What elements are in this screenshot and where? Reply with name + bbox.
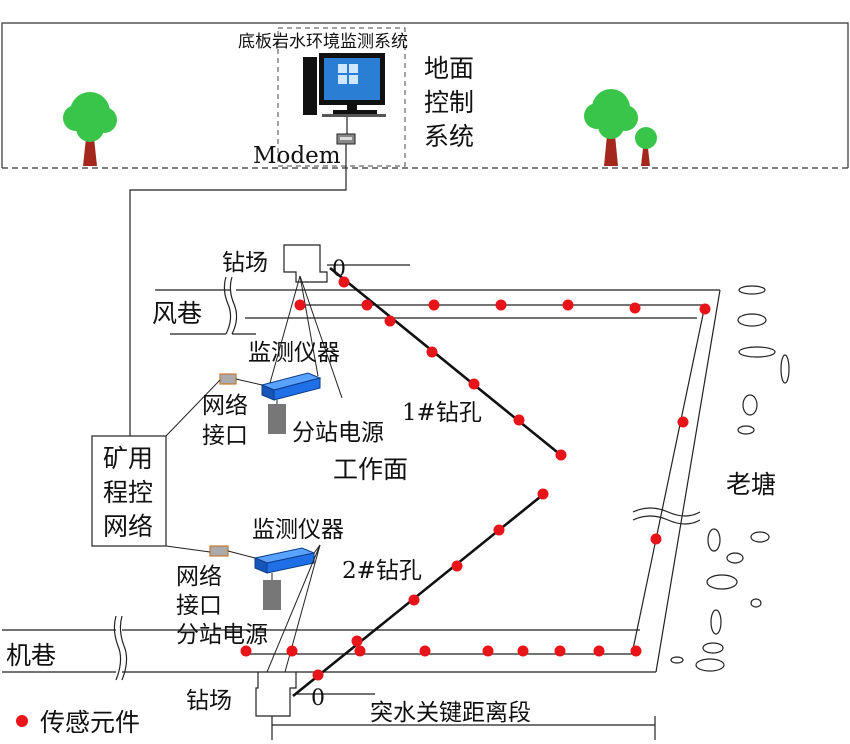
ground-border	[1, 22, 849, 168]
sensor-dot	[482, 645, 494, 657]
sensor-dot	[562, 299, 574, 311]
net-interface-top-label-1: 网络	[202, 393, 248, 419]
borehole-1-line	[329, 266, 563, 458]
link-mine-to-ni-top	[165, 379, 221, 437]
sensor-dot	[338, 276, 350, 288]
monitor-instrument-bottom	[253, 547, 316, 574]
power-supply-bottom	[263, 580, 281, 610]
mine-network-label-3: 网络	[103, 512, 153, 541]
sensor-dot	[408, 594, 420, 606]
sensor-dot	[699, 303, 711, 315]
sensor-dot	[537, 488, 549, 500]
sensor-dot	[468, 378, 480, 390]
tree-right-large	[584, 89, 638, 166]
monitor-top-label: 监测仪器	[248, 340, 340, 366]
wind-roadway-label: 风巷	[152, 299, 202, 328]
net-interface-bottom-label-2: 接口	[176, 593, 222, 619]
old-pond-label: 老塘	[726, 470, 776, 499]
legend-sensor-dot	[16, 715, 28, 727]
sensor-dot	[629, 302, 641, 314]
link-ni-bottom-instr	[227, 550, 256, 559]
tree-left	[63, 92, 117, 166]
drill-site-bottom	[255, 671, 297, 717]
sensor-dot	[294, 299, 306, 311]
monitor-instrument-top	[260, 372, 322, 401]
old-pond-debris	[670, 285, 790, 672]
sensor-dot	[630, 645, 642, 657]
machine-roadway	[2, 615, 656, 681]
control-system-line3: 系统	[424, 122, 474, 151]
wind-roadway	[155, 276, 720, 335]
power-supply-top	[268, 404, 286, 434]
link-mine-to-ni-bottom	[165, 545, 211, 553]
sensor-dot	[495, 299, 507, 311]
modem-light	[340, 137, 352, 140]
sensor-dot	[351, 635, 363, 647]
tree-right-small	[635, 127, 657, 166]
power-bottom-label: 分站电源	[176, 622, 268, 648]
control-system-line2: 控制	[424, 88, 474, 117]
power-top-label: 分站电源	[292, 420, 384, 446]
drill-site-top	[283, 244, 328, 283]
control-system-box	[277, 27, 406, 167]
instrument-leader-lines	[266, 275, 343, 673]
borehole-2-label: 2#钻孔	[342, 558, 422, 584]
link-ni-top-instr	[235, 378, 263, 386]
monitor-bottom-label: 监测仪器	[252, 517, 344, 543]
computer-icon	[303, 53, 386, 117]
net-interface-bottom-label-1: 网络	[176, 564, 222, 590]
working-face-label: 工作面	[333, 455, 408, 484]
zero-top-label: 0	[332, 257, 346, 282]
net-interface-bottom	[209, 545, 229, 557]
legend-sensor-label: 传感元件	[40, 708, 140, 737]
sensors	[16, 276, 711, 727]
sensor-dot	[517, 645, 529, 657]
main-cable	[129, 144, 347, 436]
mine-network-label-2: 程控	[103, 478, 153, 507]
sensor-dot	[426, 346, 438, 358]
sensor-dot	[312, 669, 324, 681]
borehole-1-label: 1#钻孔	[402, 400, 482, 426]
sensor-dot	[493, 524, 505, 536]
sensor-dot	[593, 645, 605, 657]
sensor-dot	[419, 645, 431, 657]
drill-site-bottom-label: 钻场	[186, 688, 232, 714]
sensor-dot	[677, 416, 689, 428]
sensor-dot	[554, 645, 566, 657]
sensor-dot	[354, 645, 366, 657]
sensor-dot	[428, 299, 440, 311]
sensor-dot	[555, 449, 567, 461]
mine-network-label-1: 矿用	[103, 444, 153, 473]
sensor-dot	[361, 299, 373, 311]
net-interface-top-label-2: 接口	[202, 423, 248, 449]
machine-roadway-label: 机巷	[6, 641, 56, 670]
sensor-dot	[513, 414, 525, 426]
drill-site-top-label: 钻场	[222, 250, 268, 276]
zero-bottom-label: 0	[311, 686, 325, 711]
sensor-dot	[286, 645, 298, 657]
net-interface-top	[219, 373, 237, 385]
system-title: 底板岩水环境监测系统	[238, 32, 408, 52]
modem-label: Modem	[253, 143, 341, 169]
mine-network-box	[91, 435, 167, 547]
sensor-dot	[650, 533, 662, 545]
sensor-dot	[384, 315, 396, 327]
sensor-dot	[451, 560, 463, 572]
control-system-line1: 地面	[424, 54, 474, 83]
sensor-dot	[240, 645, 252, 657]
key-segment-label: 突水关键距离段	[370, 700, 531, 726]
